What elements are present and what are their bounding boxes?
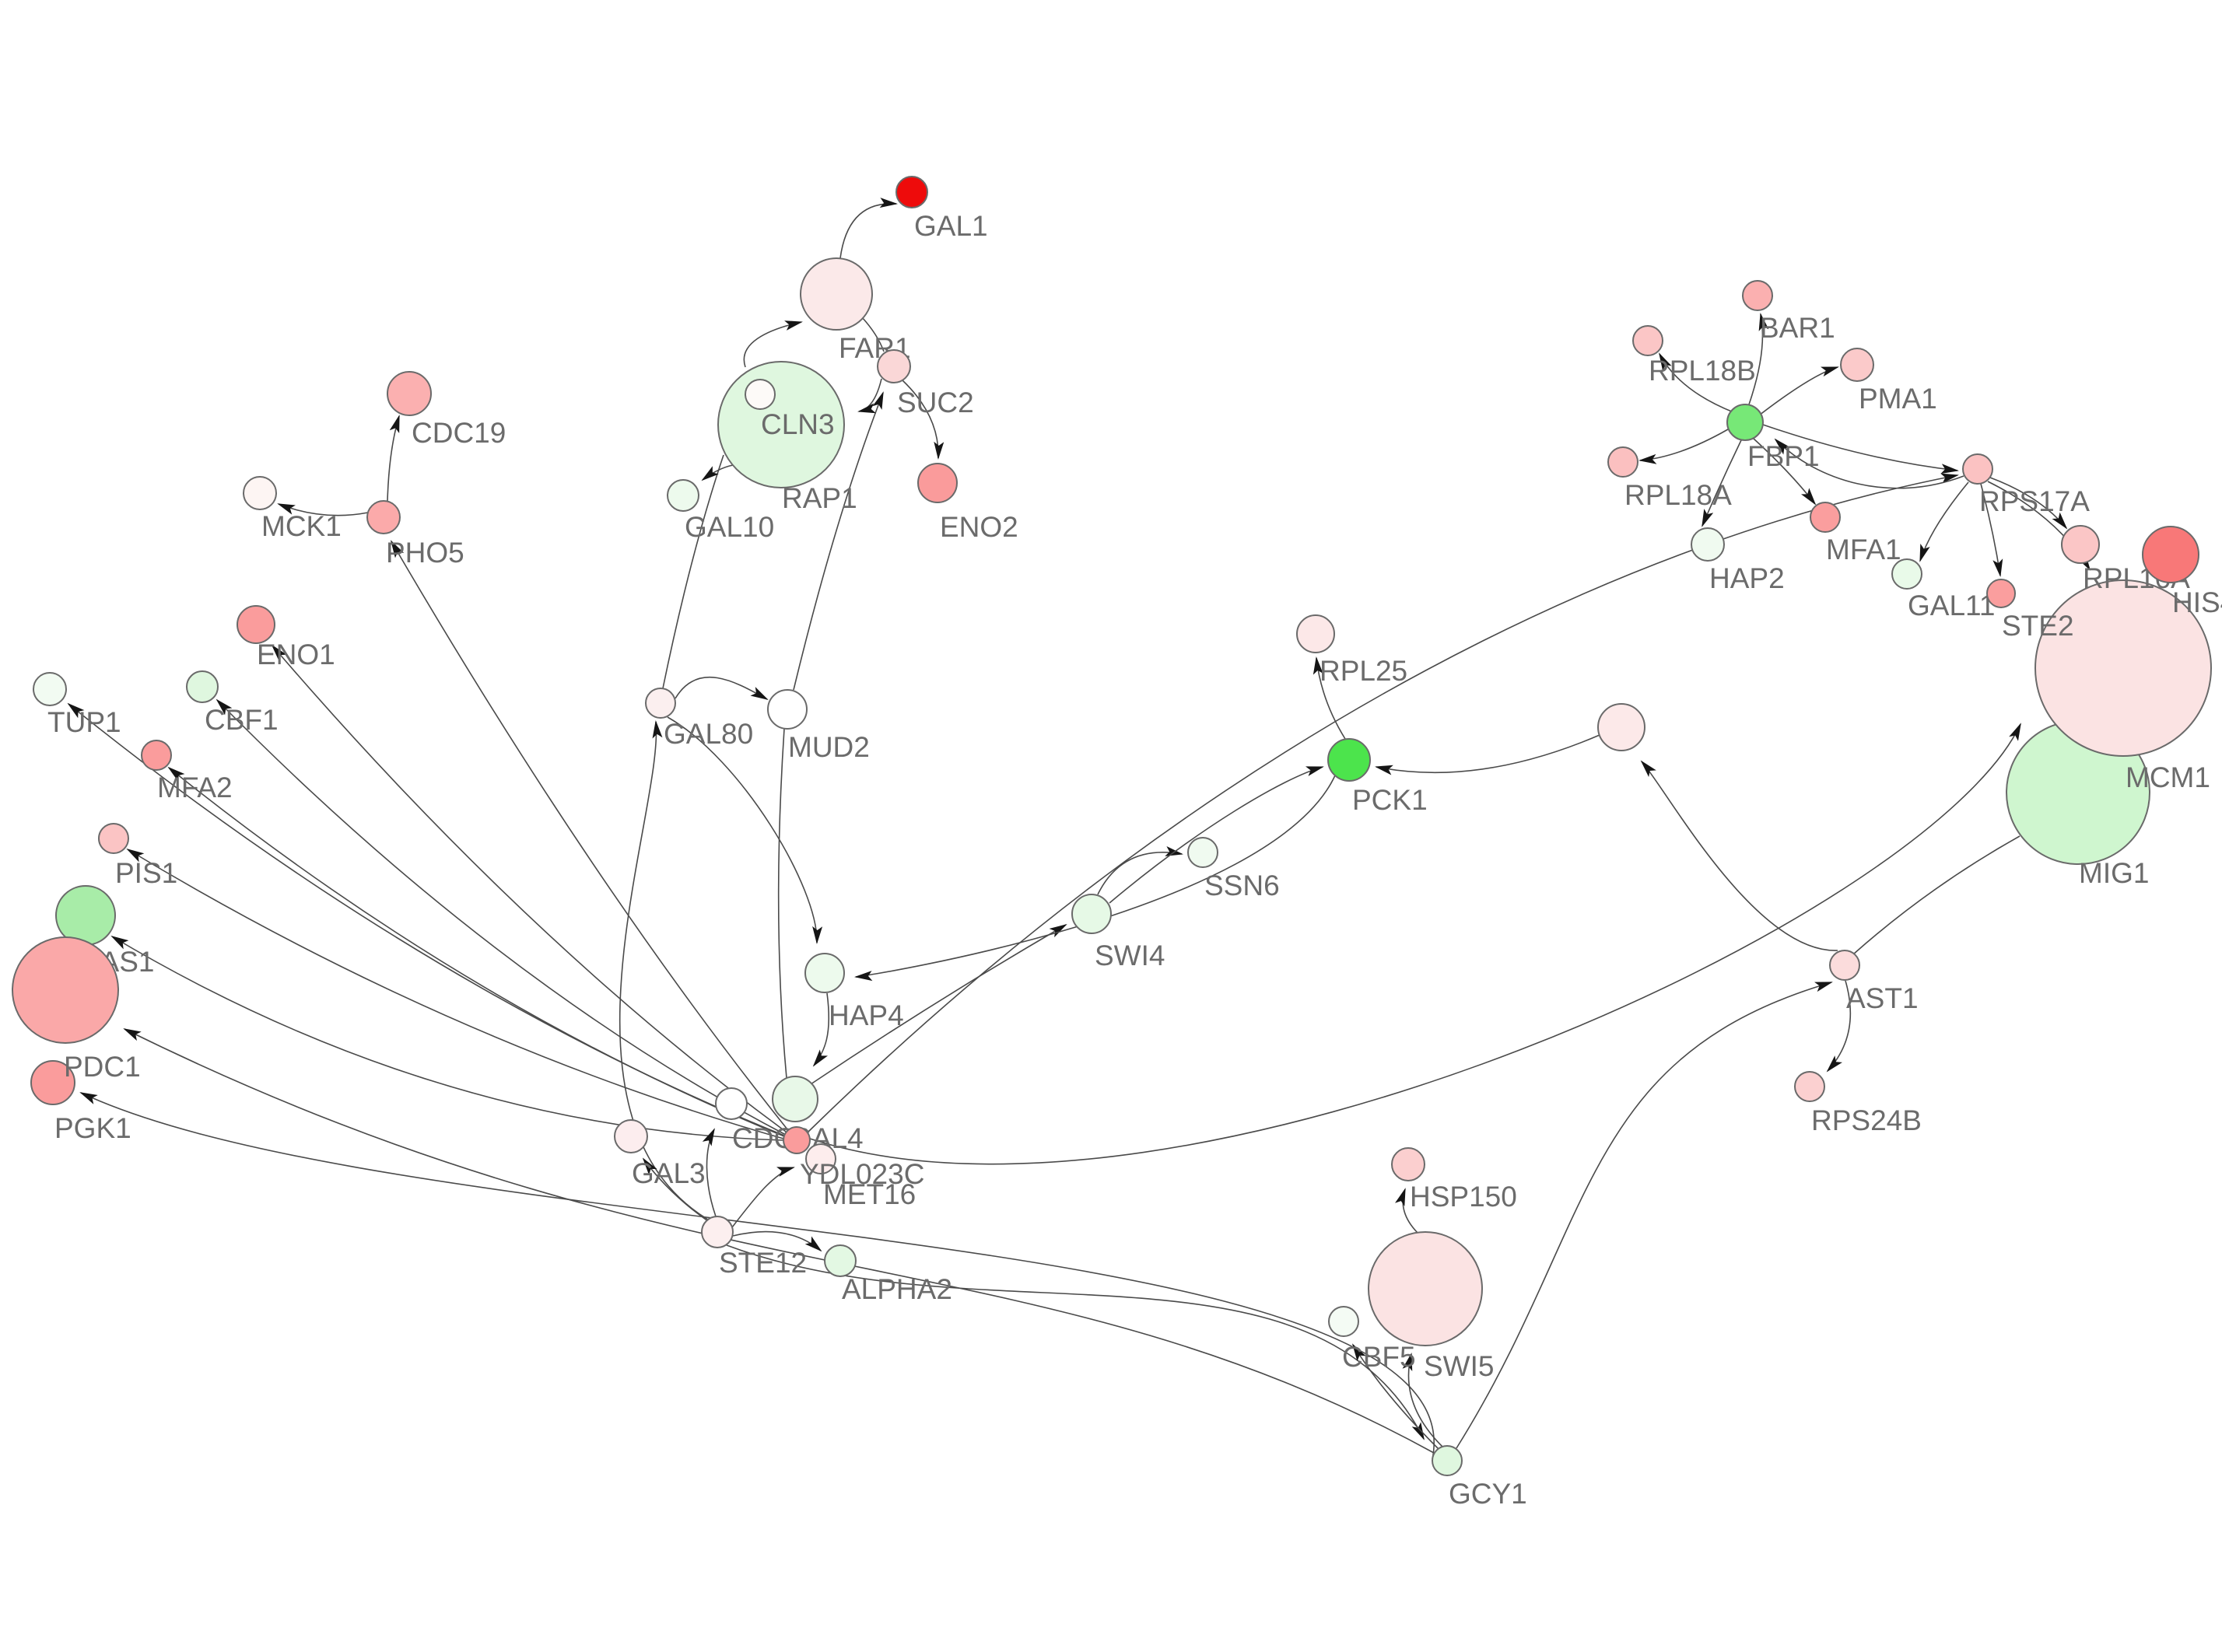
svg-text:SSN6: SSN6	[1204, 870, 1280, 901]
svg-text:GCY1: GCY1	[1449, 1478, 1527, 1510]
svg-text:PMA1: PMA1	[1859, 383, 1937, 415]
svg-text:SWI5: SWI5	[1424, 1350, 1494, 1382]
svg-text:AST1: AST1	[1846, 982, 1919, 1014]
svg-text:RPS24B: RPS24B	[1811, 1104, 1922, 1136]
svg-text:MCM1: MCM1	[2126, 761, 2210, 793]
svg-text:PHO5: PHO5	[386, 537, 464, 569]
svg-text:GAL10: GAL10	[685, 511, 774, 543]
svg-text:CDC19: CDC19	[412, 417, 506, 449]
svg-text:HAP2: HAP2	[1709, 562, 1785, 594]
svg-text:CLN3: CLN3	[761, 408, 835, 440]
svg-text:GAL11: GAL11	[1908, 590, 1995, 621]
svg-text:RAP1: RAP1	[782, 482, 857, 514]
svg-text:TUP1: TUP1	[47, 706, 121, 738]
svg-text:ENO1: ENO1	[257, 639, 335, 670]
svg-text:PIS1: PIS1	[115, 857, 177, 889]
svg-text:RPL25: RPL25	[1320, 655, 1407, 687]
svg-text:STE12: STE12	[719, 1247, 807, 1279]
svg-text:SUC2: SUC2	[897, 387, 974, 418]
svg-text:HAP4: HAP4	[829, 999, 904, 1031]
svg-text:MCK1: MCK1	[261, 510, 342, 542]
svg-text:RPL18A: RPL18A	[1624, 479, 1732, 511]
svg-text:STE2: STE2	[2002, 610, 2074, 642]
svg-text:PDC1: PDC1	[64, 1051, 141, 1083]
svg-text:MIG1: MIG1	[2079, 857, 2149, 889]
svg-text:CBF1: CBF1	[205, 704, 279, 736]
svg-text:RPL18B: RPL18B	[1649, 355, 1756, 387]
svg-text:YDL023C: YDL023C	[800, 1158, 924, 1190]
svg-text:CBF5: CBF5	[1342, 1341, 1416, 1373]
svg-text:HIS4: HIS4	[2172, 586, 2222, 618]
svg-text:RPS17A: RPS17A	[1979, 485, 2090, 517]
svg-text:MFA2: MFA2	[157, 772, 233, 803]
svg-text:MFA1: MFA1	[1826, 534, 1901, 565]
svg-text:SWI4: SWI4	[1095, 940, 1165, 971]
svg-text:GAL1: GAL1	[914, 210, 988, 242]
svg-text:ALPHA2: ALPHA2	[842, 1273, 952, 1305]
svg-text:MET16: MET16	[823, 1178, 916, 1210]
svg-text:GAL3: GAL3	[632, 1157, 706, 1189]
svg-text:FBP1: FBP1	[1747, 440, 1820, 472]
svg-text:BAR1: BAR1	[1760, 312, 1835, 344]
svg-text:GAL80: GAL80	[664, 718, 753, 750]
svg-text:MUD2: MUD2	[788, 731, 870, 763]
svg-text:PGK1: PGK1	[54, 1112, 131, 1144]
svg-text:PCK1: PCK1	[1352, 784, 1428, 816]
svg-text:ENO2: ENO2	[940, 511, 1018, 543]
svg-text:HSP150: HSP150	[1410, 1181, 1517, 1213]
